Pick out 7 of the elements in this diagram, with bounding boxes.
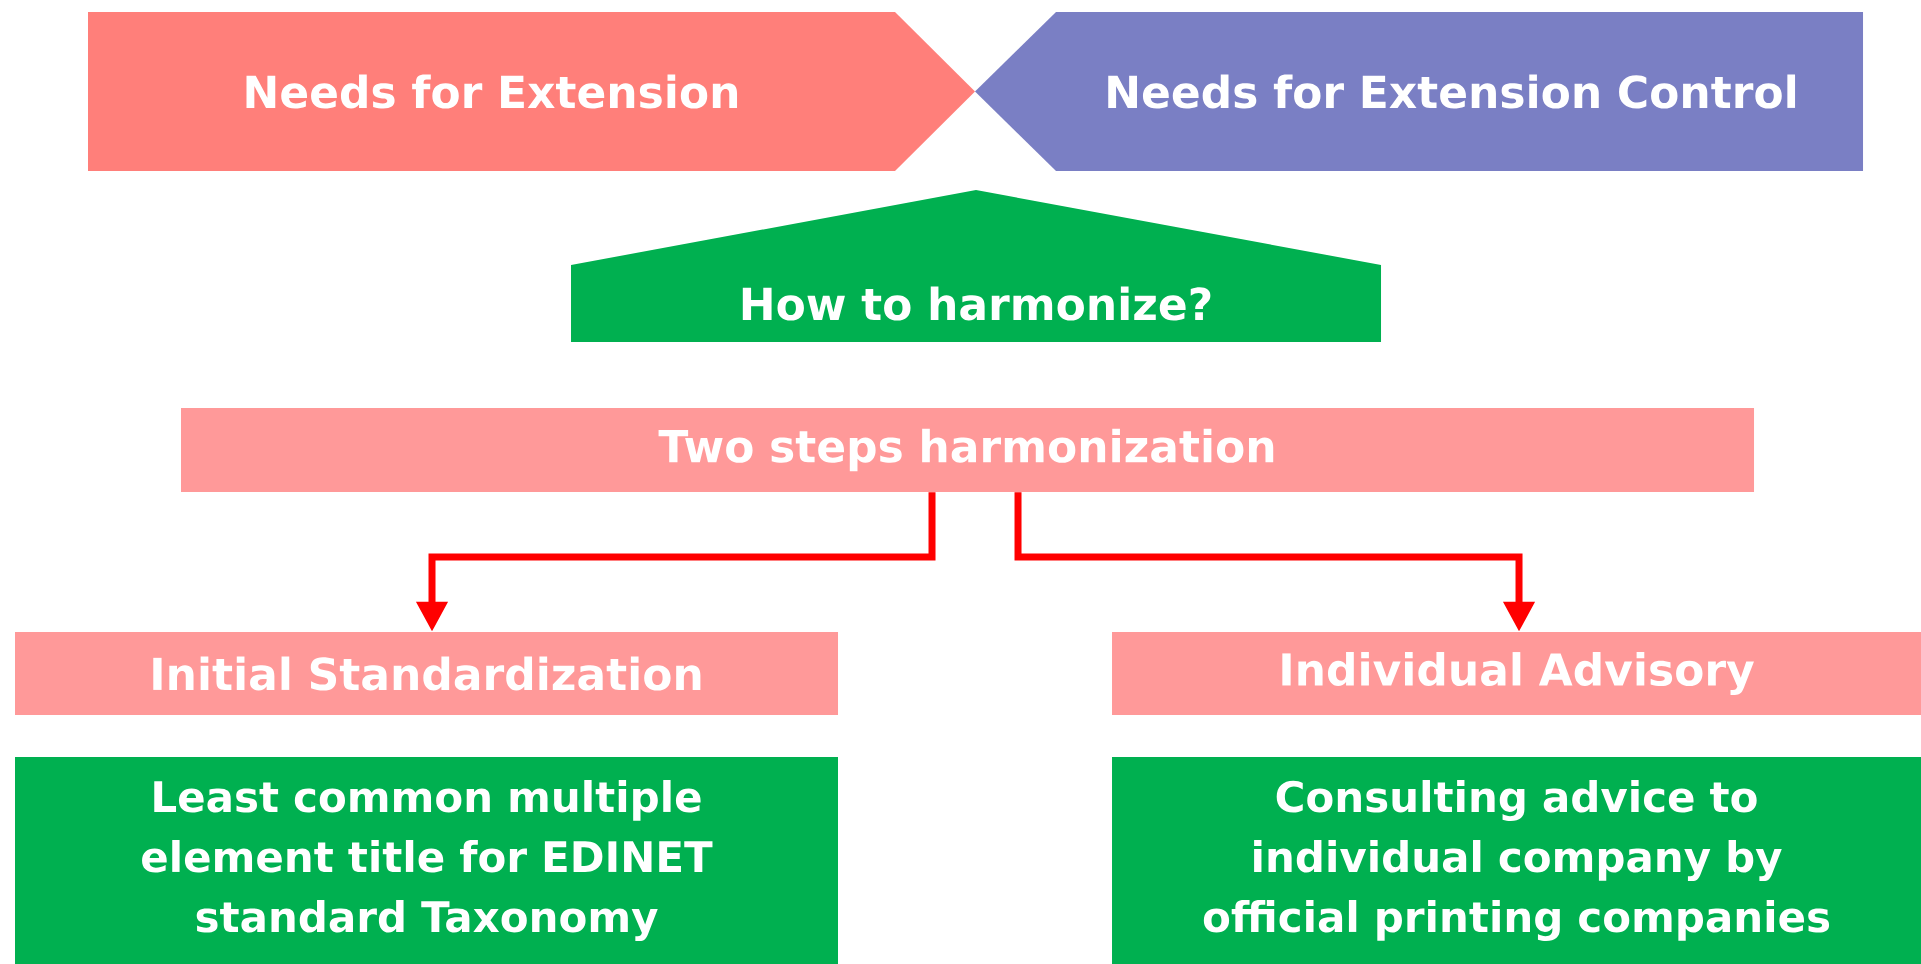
- text-box: Least common multiple element title for EDINET standard Taxonomy: [15, 757, 838, 964]
- chevron-banner: Needs for Extension Control: [975, 12, 1863, 171]
- heading-bar: Two steps harmonization: [181, 408, 1754, 492]
- heading-bar: Initial Standardization: [15, 632, 838, 715]
- arrow-banner: Needs for Extension: [88, 12, 975, 171]
- text-box: Consulting advice to individual company by official printing companies: [1112, 757, 1921, 964]
- heading-bar: Individual Advisory: [1112, 632, 1921, 715]
